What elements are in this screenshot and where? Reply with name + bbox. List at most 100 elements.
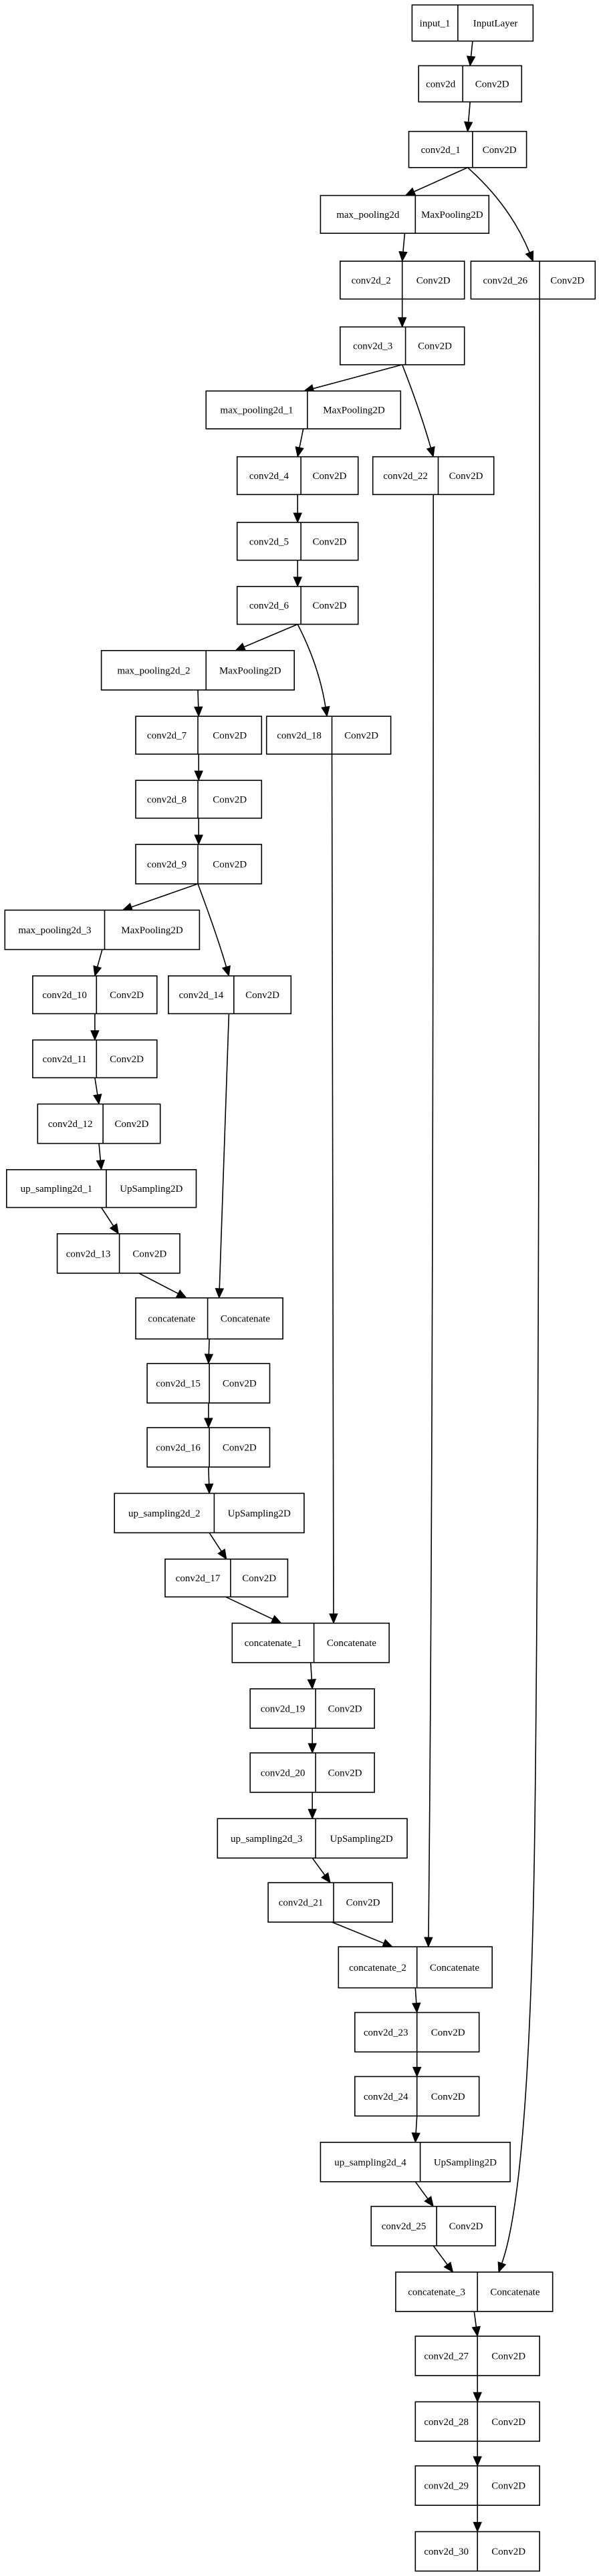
node-box [408,130,527,168]
edge-line [313,364,402,389]
node-name-label: conv2d [426,79,456,90]
node-conv2d-27: conv2d_27 Conv2D [414,2336,540,2376]
node-name-label: concatenate [148,1314,195,1325]
node-name-label: concatenate_1 [245,1638,302,1649]
arrowhead-icon [321,1872,331,1884]
edge-conv2d-3-to-max-pooling2d-1 [303,364,402,393]
node-name-label: up_sampling2d_3 [231,1834,303,1844]
node-box [56,1233,180,1274]
edge-conv2d-21-to-concatenate-2 [332,1921,394,1947]
arrowhead-icon [473,2392,482,2403]
node-name-label: conv2d_11 [43,1054,87,1065]
node-name-label: input_1 [420,18,451,29]
edge-line [197,883,227,967]
node-layer-label: Concatenate [490,2287,539,2298]
edge-line [209,1532,222,1552]
node-box [370,2205,496,2247]
edge-conv2d-12-to-up-sampling2d-1 [96,1143,106,1171]
node-box [372,456,495,496]
arrowhead-icon [295,446,304,458]
edge-conv2d-to-conv2d-1 [463,102,473,132]
node-box [135,1297,283,1340]
arrowhead-icon [329,1613,338,1624]
node-layer-label: InputLayer [473,18,518,29]
node-layer-label: Conv2D [223,1443,257,1454]
node-name-label: conv2d_27 [424,2352,469,2362]
node-layer-label: Conv2D [491,2547,525,2557]
node-layer-label: MaxPooling2D [219,665,281,676]
edge-up-sampling2d-2-to-conv2d-17 [209,1532,227,1560]
node-name-label: up_sampling2d_1 [21,1184,93,1194]
node-input-1: input_1 InputLayer [411,4,534,42]
node-box [135,844,263,884]
edge-conv2d-1-to-max-pooling2d [404,167,468,196]
node-name-label: max_pooling2d_1 [220,406,293,416]
node-layer-label: Conv2D [245,990,279,1001]
node-name-label: conv2d_14 [179,990,224,1001]
edge-line [433,2245,448,2265]
node-layer-label: Conv2D [328,1768,362,1779]
arrowhead-icon [96,1159,106,1171]
node-box [418,65,523,103]
arrowhead-icon [175,1289,187,1299]
node-layer-label: Conv2D [491,2352,525,2362]
edge-conv2d-29-to-conv2d-30 [473,2505,482,2533]
arrowhead-icon [412,2002,421,2014]
node-layer-label: Concatenate [221,1314,270,1325]
edge-conv2d-1-to-conv2d-26 [467,167,534,263]
arrowhead-icon [194,834,203,846]
node-layer-label: Conv2D [346,1898,380,1909]
node-box [267,1882,393,1923]
node-layer-label: Conv2D [449,471,483,482]
node-name-label: conv2d_6 [249,601,289,611]
edge-max-pooling2d-2-to-conv2d-7 [194,689,203,717]
node-name-label: conv2d_7 [147,731,187,742]
edge-conv2d-3-to-conv2d-22 [401,364,435,458]
edge-concatenate-3-to-conv2d-27 [471,2311,481,2338]
arrowhead-icon [93,1094,102,1105]
edge-line [197,689,199,707]
edge-conv2d-20-to-up-sampling2d-3 [308,1792,317,1820]
edge-conv2d-14-to-concatenate [215,1013,230,1299]
node-layer-label: Conv2D [213,731,247,742]
edge-conv2d-10-to-conv2d-11 [90,1013,100,1041]
node-box [114,1492,305,1534]
node-layer-label: Conv2D [110,990,144,1001]
arrowhead-icon [382,1939,394,1947]
edge-conv2d-8-to-conv2d-9 [194,818,203,846]
node-conv2d-10: conv2d_10 Conv2D [32,975,158,1015]
node-box [164,1559,289,1598]
node-conv2d-7: conv2d_7 Conv2D [135,715,263,755]
edge-line [138,1273,178,1295]
arrowhead-icon [307,1679,317,1690]
node-box [168,975,292,1015]
edge-conv2d-25-to-concatenate-3 [433,2245,454,2273]
node-name-label: conv2d_10 [42,990,87,1001]
edge-line [219,1013,230,1289]
node-layer-label: Conv2D [114,1119,148,1130]
edge-line [332,1921,384,1944]
edge-line [100,1207,114,1227]
node-box [265,715,392,755]
edge-line [473,2311,477,2327]
node-layer-label: MaxPooling2D [121,925,183,936]
edge-conv2d-24-to-up-sampling2d-4 [411,2116,420,2144]
edge-line [414,2181,429,2199]
node-box [6,1169,197,1209]
node-name-label: conv2d_23 [364,2028,408,2038]
